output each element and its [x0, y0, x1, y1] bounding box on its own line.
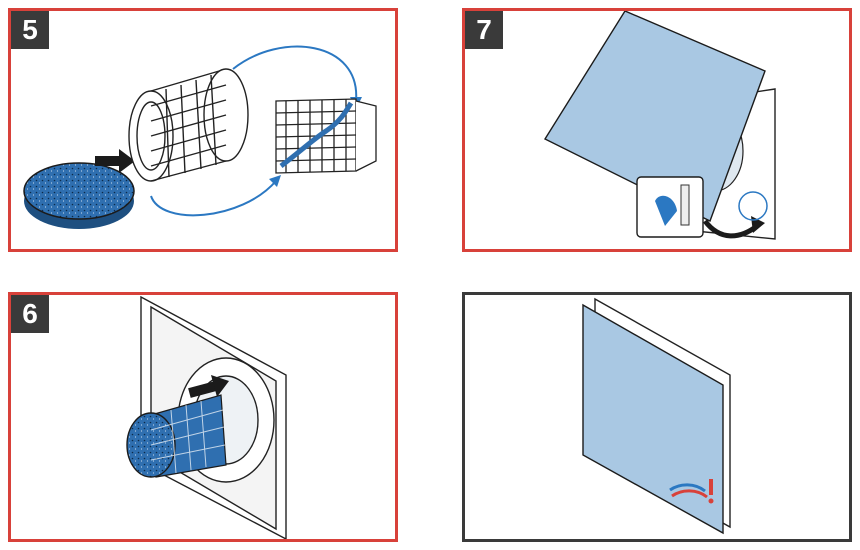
step-number-badge: 7 [465, 11, 503, 49]
insert-arrow-icon [95, 149, 135, 173]
filter-cage-icon [128, 68, 249, 182]
step-6-illustration [126, 295, 287, 539]
step-number-badge: 5 [11, 11, 49, 49]
step-5-panel: 5 [8, 8, 398, 252]
step-number-badge: 6 [11, 295, 49, 333]
cover-panel-icon [582, 303, 724, 535]
unrolled-cage-icon [275, 98, 377, 174]
push-arrow-icon [188, 375, 229, 398]
step-7-illustration [543, 11, 776, 240]
filter-cartridge-icon [126, 394, 227, 478]
screw-callout-icon [738, 191, 768, 221]
step-6-panel: 6 [8, 292, 398, 542]
brand-logo-icon [669, 479, 714, 504]
final-illustration [582, 297, 731, 535]
final-panel [462, 292, 852, 542]
filter-pad-icon [23, 162, 135, 229]
step-7-panel: 7 [462, 8, 852, 252]
step-5-illustration [23, 45, 377, 229]
clip-detail-inset [636, 176, 704, 238]
